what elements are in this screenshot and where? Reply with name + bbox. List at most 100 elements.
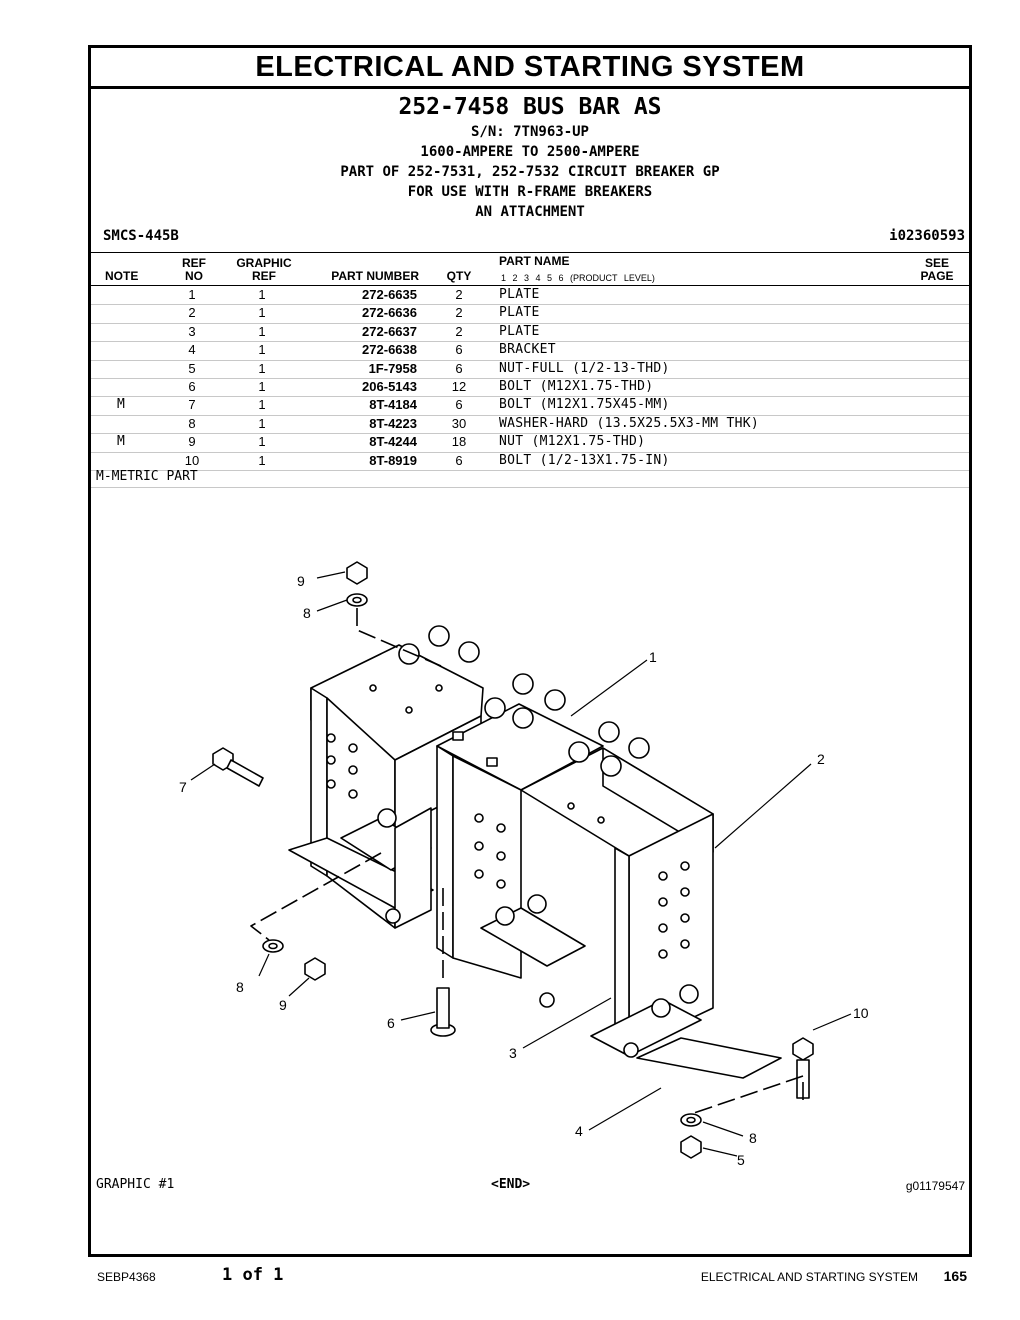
row-qty: 12 (451, 379, 467, 394)
row-part-name: NUT (M12X1.75-THD) (499, 434, 646, 450)
callout-7: 7 (179, 779, 187, 795)
callout-5: 5 (737, 1152, 745, 1168)
table-row: 6 1 206-5143 12 BOLT (M12X1.75-THD) (91, 378, 969, 398)
callout-3: 3 (509, 1045, 517, 1061)
footer-page-of: 1 of 1 (222, 1265, 284, 1285)
table-row: 2 1 272-6636 2 PLATE (91, 304, 969, 324)
callout-9-top: 9 (297, 573, 305, 589)
row-qty: 18 (451, 434, 467, 450)
row-part-number[interactable]: 8T-4244 (369, 434, 417, 450)
callout-8-left: 8 (236, 979, 244, 995)
row-ref: 7 (188, 397, 196, 413)
loose-hardware (212, 561, 814, 1159)
row-graphic-ref: 1 (258, 305, 266, 321)
row-ref: 3 (188, 323, 196, 339)
row-ref: 6 (188, 379, 196, 394)
page-frame: ELECTRICAL AND STARTING SYSTEM 252-7458 … (88, 45, 972, 1257)
amperage-range: 1600-AMPERE TO 2500-AMPERE (420, 144, 640, 160)
metric-footnote: M-METRIC PART (96, 469, 198, 484)
table-row: M 9 1 8T-4244 18 NUT (M12X1.75-THD) (91, 433, 969, 453)
row-part-number[interactable]: 272-6638 (362, 342, 417, 358)
row-part-name: BOLT (M12X1.75-THD) (499, 379, 654, 394)
callout-4: 4 (575, 1123, 583, 1139)
row-part-name: NUT-FULL (1/2-13-THD) (499, 360, 670, 376)
col-ref-top: REF (182, 256, 206, 270)
table-row: 4 1 272-6638 6 BRACKET (91, 341, 969, 361)
leader-lines (190, 571, 852, 1157)
row-part-number[interactable]: 272-6635 (362, 287, 417, 302)
row-qty: 2 (455, 305, 463, 321)
product-levels: 1 2 3 4 5 6 (PRODUCT LEVEL) (501, 273, 655, 283)
row-part-number[interactable]: 206-5143 (362, 379, 417, 394)
row-qty: 2 (455, 323, 463, 339)
row-graphic-ref: 1 (258, 397, 266, 413)
row-part-number[interactable]: 1F-7958 (368, 360, 417, 376)
col-see-bottom: PAGE (920, 269, 954, 283)
assembly-header: 252-7458 BUS BAR AS S/N: 7TN963-UP 1600-… (91, 92, 969, 222)
exploded-view-illustration: 9 8 1 2 7 8 9 6 3 10 4 8 5 (179, 561, 869, 1168)
table-top-rule (91, 252, 969, 253)
row-part-number[interactable]: 272-6636 (362, 305, 417, 321)
row-qty: 6 (455, 360, 463, 376)
row-part-name: PLATE (499, 287, 540, 302)
footer-page-number: 165 (943, 1268, 967, 1284)
row-part-number[interactable]: 8T-8919 (369, 452, 417, 468)
footer-doc-number: SEBP4368 (97, 1270, 156, 1284)
row-part-name: BOLT (M12X1.75X45-MM) (499, 397, 670, 413)
section-title: ELECTRICAL AND STARTING SYSTEM (91, 48, 969, 89)
plate-left (288, 644, 484, 929)
col-note: NOTE (105, 269, 139, 283)
row-graphic-ref: 1 (258, 452, 266, 468)
smcs-code: SMCS-445B (103, 228, 179, 244)
usage-note: FOR USE WITH R-FRAME BREAKERS (407, 184, 653, 200)
illustration-id: i02360593 (889, 228, 965, 244)
row-part-name: PLATE (499, 305, 540, 321)
table-row: M 7 1 8T-4184 6 BOLT (M12X1.75X45-MM) (91, 396, 969, 416)
row-part-number[interactable]: 8T-4184 (369, 397, 417, 413)
plate-right (520, 747, 782, 1079)
table-row: 8 1 8T-4223 30 WASHER-HARD (13.5X25.5X3-… (91, 415, 969, 435)
row-ref: 4 (188, 342, 196, 358)
table-header-rule (91, 285, 969, 286)
row-graphic-ref: 1 (258, 379, 266, 394)
row-qty: 6 (455, 397, 463, 413)
table-row: 1 1 272-6635 2 PLATE (91, 286, 969, 306)
row-ref: 5 (188, 360, 196, 376)
col-qty: QTY (446, 269, 472, 283)
row-qty: 2 (455, 287, 463, 302)
callout-8-bottom: 8 (749, 1130, 757, 1146)
row-graphic-ref: 1 (258, 434, 266, 450)
bolt-stacks (377, 625, 699, 1058)
callout-2: 2 (817, 751, 825, 767)
table-row: 10 1 8T-8919 6 BOLT (1/2-13X1.75-IN) (91, 452, 969, 471)
col-part-name: PART NAME (499, 254, 570, 268)
callout-9-left: 9 (279, 997, 287, 1013)
callout-1: 1 (649, 649, 657, 665)
attachment-note: AN ATTACHMENT (475, 204, 585, 220)
col-ref-bottom: NO (185, 269, 203, 283)
col-part-number: PART NUMBER (331, 269, 419, 283)
table-row: 3 1 272-6637 2 PLATE (91, 323, 969, 343)
serial-range: S/N: 7TN963-UP (470, 124, 589, 140)
row-part-name: BOLT (1/2-13X1.75-IN) (499, 452, 670, 468)
row-part-number[interactable]: 272-6637 (362, 323, 417, 339)
assembly-title: 252-7458 BUS BAR AS (398, 94, 662, 120)
row-part-number[interactable]: 8T-4223 (369, 415, 417, 431)
row-part-name: PLATE (499, 323, 540, 339)
footnote-rule (91, 487, 969, 488)
col-graphic-bottom: REF (252, 269, 276, 283)
col-see-top: SEE (924, 256, 949, 270)
callouts: 9 8 1 2 7 8 9 6 3 10 4 8 5 (179, 573, 869, 1168)
row-ref: 2 (188, 305, 196, 321)
col-graphic-top: GRAPHIC (236, 256, 292, 270)
callout-8-top: 8 (303, 605, 311, 621)
row-ref: 1 (188, 287, 196, 302)
parent-group: PART OF 252-7531, 252-7532 CIRCUIT BREAK… (340, 164, 720, 180)
row-qty: 6 (455, 342, 463, 358)
row-graphic-ref: 1 (258, 342, 266, 358)
row-ref: 8 (188, 415, 196, 431)
row-graphic-ref: 1 (258, 287, 266, 302)
table-row: 5 1 1F-7958 6 NUT-FULL (1/2-13-THD) (91, 360, 969, 379)
callout-10: 10 (853, 1005, 869, 1021)
row-graphic-ref: 1 (258, 360, 266, 376)
